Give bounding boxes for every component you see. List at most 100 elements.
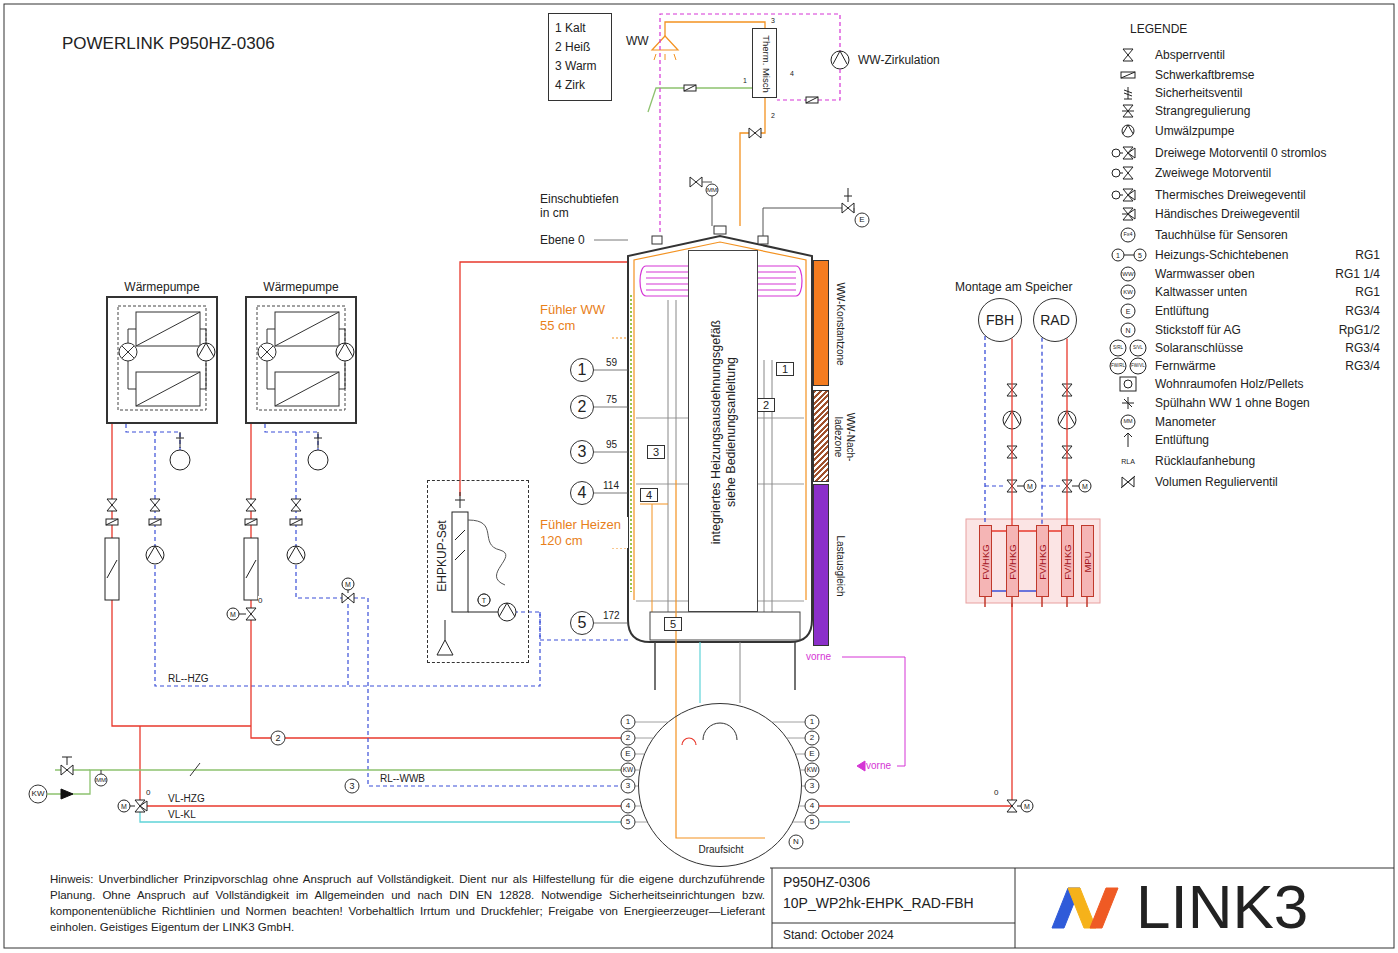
- valve-symbol: [291, 499, 301, 511]
- annotation-label: M: [345, 581, 351, 588]
- annotation-label: T: [482, 597, 486, 604]
- manifold-bar: FV/HKG: [979, 525, 992, 597]
- legend-entry: Absperrventil: [1155, 48, 1225, 62]
- heat-exchanger-coil: [630, 295, 632, 592]
- annotation-label: 5: [1138, 252, 1142, 259]
- leader-line: [594, 452, 628, 453]
- pipe-line: [1122, 111, 1134, 112]
- valve-symbol: [150, 499, 160, 511]
- pipe-line: [445, 620, 446, 640]
- legend-entry: Thermisches Dreiwegeventil: [1155, 188, 1306, 202]
- port-line: [802, 786, 805, 787]
- top-view-circle: Draufsicht: [638, 703, 802, 867]
- manifold-foot: [1041, 597, 1043, 607]
- pump-symbol: [1122, 125, 1134, 137]
- node-text: 5: [578, 615, 587, 631]
- check-valve: [245, 519, 257, 525]
- port-line: [635, 738, 653, 739]
- leader-line: [594, 240, 628, 241]
- annotation-label: 2: [275, 734, 280, 743]
- pipe-line: [146, 805, 621, 806]
- heat-exchanger: [136, 312, 200, 346]
- annotation-label: RpG1/2: [1339, 323, 1380, 337]
- node-text: EHPKUP-Set: [435, 520, 449, 591]
- annotation-label: VL-HZG: [168, 793, 205, 805]
- annotation-label: Fühler Heizen 120 cm: [540, 517, 628, 548]
- pipe-line: [47, 770, 621, 794]
- legend-entry: Solaranschlüsse: [1155, 341, 1243, 355]
- layer-circle: 1: [570, 358, 594, 382]
- legend-symbol: [1124, 433, 1132, 447]
- callout-circle: [789, 835, 803, 849]
- annotation-label: 95: [606, 439, 617, 451]
- annotation-label: KW: [1123, 289, 1133, 295]
- legend-entry: Entlüftung: [1155, 304, 1209, 318]
- logo-mark: [1090, 888, 1118, 928]
- annotation-label: M: [1024, 803, 1030, 810]
- safety-valve: [314, 432, 322, 448]
- annotation-label: FW/VL: [1131, 364, 1145, 369]
- annotation-label: 3: [626, 782, 630, 790]
- sensor-symbol: [478, 594, 490, 606]
- shower-symbol: [654, 54, 676, 60]
- port-line: [793, 822, 805, 823]
- legend-symbol: [1124, 380, 1132, 388]
- refrigerant-line: [128, 329, 136, 389]
- pipe-line: [763, 208, 842, 236]
- annotation-label: RG1: [1355, 248, 1380, 262]
- pipe-line: [985, 485, 1006, 486]
- annotation-label: vorne: [806, 651, 831, 663]
- safety-valve: [176, 432, 184, 448]
- valve-port: [1128, 190, 1135, 200]
- manifold-foot: [1086, 597, 1088, 607]
- pump-symbol: [1123, 125, 1133, 134]
- legend-entry: Stickstoff für AG: [1155, 323, 1241, 337]
- valve-symbol: [1122, 477, 1134, 487]
- annotation-label: VL-KL: [168, 809, 196, 821]
- annotation-label: FW/RL: [1111, 364, 1125, 369]
- valve-symbol: [1007, 800, 1017, 812]
- annotation-label: Montage am Speicher: [955, 280, 1072, 294]
- compressor-symbol: [261, 346, 273, 358]
- node-text: FBH: [986, 313, 1014, 327]
- callout-circle: [621, 731, 635, 745]
- callout-circle: [29, 785, 47, 803]
- annotation-label: WW-Zirkulation: [858, 53, 940, 67]
- annotation-label: 1: [743, 77, 747, 84]
- pipe-connector: [1011, 338, 1012, 525]
- manometer-symbol: [95, 774, 107, 786]
- motor-symbol: [342, 578, 354, 590]
- heat-exchanger: [275, 372, 339, 406]
- node-text: 3 Warm: [555, 57, 597, 76]
- heater-cylinder: [452, 512, 468, 612]
- annotation-label: N: [1125, 327, 1130, 334]
- pump-symbol: [288, 546, 304, 560]
- valve-symbol: [1123, 105, 1133, 117]
- pipe-line: [285, 737, 621, 738]
- annotation-label: 5: [810, 818, 814, 826]
- pipe-line: [854, 208, 855, 213]
- pipe-line: [1120, 153, 1123, 154]
- node-text: MPU: [1082, 551, 1093, 572]
- valve-symbol: [1007, 446, 1017, 458]
- pump-symbol: [1059, 411, 1075, 425]
- annotation-label: E: [809, 750, 814, 758]
- page-frame: [4, 4, 1394, 948]
- heat-exchanger: [275, 372, 339, 406]
- pipe-line: [1042, 485, 1061, 486]
- legend-entry: Entlüftung: [1155, 433, 1209, 447]
- pump-symbol: [146, 546, 164, 564]
- legend-symbol: [1121, 228, 1135, 242]
- compressor-symbol: [258, 343, 276, 361]
- callout-circle: [805, 779, 819, 793]
- legend-symbol: [1121, 285, 1135, 299]
- annotation-label: Einschubtiefen in cm: [540, 192, 625, 221]
- legend-entry: Tauchhülse für Sensoren: [1155, 228, 1288, 242]
- callout-circle: [621, 779, 635, 793]
- valve-symbol: [107, 499, 117, 511]
- legend-symbol: [1121, 304, 1135, 318]
- expansion-vessel-box: integriertes Heizungsausdehnungsgefäß si…: [688, 250, 758, 612]
- manifold-foot: [984, 597, 986, 607]
- pipe-connector: [1041, 338, 1042, 525]
- node-text: 3: [578, 444, 587, 460]
